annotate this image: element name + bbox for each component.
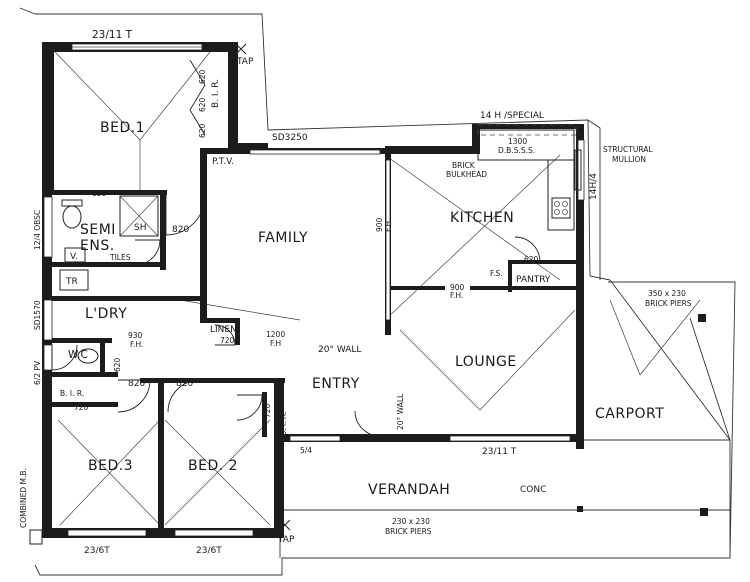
bir-bed1-w1: 620 [198,69,207,84]
brick-piers-right-1: 350 x 230 [648,289,686,298]
fh-900-top-1: 900 [375,217,384,232]
shower: SH [134,223,146,233]
room-entry: ENTRY [312,376,360,392]
window-bed3: 23/6T [84,546,110,556]
pantry-620: 620 [524,255,539,264]
annotations: 23/11 T TAP B. I. R. 620 620 620 SD3250 … [19,29,692,556]
sliding-door-label: SD3250 [272,133,308,143]
fixtures [29,43,708,545]
fs-label: F.S. [490,269,503,278]
hood-label: 14 H /SPECIAL [480,111,544,121]
fh-1200-2: F.H [270,339,281,348]
room-kitchen: KITCHEN [450,210,514,226]
linen-720: 720 [220,336,235,345]
door-820-bed2: 820 [176,379,193,389]
room-wc: W.C [68,349,88,361]
doors [51,59,541,437]
window-6-2pv: 6/2 PV [33,360,42,385]
wall-20c-entry: 20° WALL [396,393,405,430]
room-bed3: BED.3 [88,458,133,474]
room-pantry: PANTRY [516,275,551,285]
sd1570-label: SD1570 [33,300,42,330]
dbsss-label-2: D.B.S.S.S. [498,146,535,155]
room-linen: LINEN [210,325,237,335]
brick-piers-bottom-2: BRICK PIERS [385,527,432,536]
bir-bed1: B. I. R. [211,79,221,108]
laundry-trough: TR [65,277,78,287]
vanity: V. [70,252,78,262]
bir-bed1-w2: 620 [198,97,207,112]
room-laundry: L'DRY [85,306,127,322]
window-lounge: 23/11 T [482,447,517,457]
window-bed2: 23/6T [196,546,222,556]
combined-mb: COMBINED M.B. [19,468,28,528]
structural-mullion-1: STRUCTURAL [603,145,653,154]
door-820-entry: 820 [356,435,373,445]
tiles-label: TILES [109,253,131,262]
bir-bed3-2: 720 [74,403,89,412]
roof-hip-lines [54,51,701,526]
room-bed1: BED.1 [100,120,145,136]
fh-930-1: 930 [128,331,143,340]
fh-900-top-2: F.H. [384,219,393,232]
window-12-4-obsc: 12/4 OBSC [33,210,42,250]
wall-20c-family: 20° WALL [318,345,361,355]
tap-top: TAP [236,57,254,67]
ptv-label: P.T.V. [212,157,234,167]
fh-930-2: F.H. [130,340,143,349]
brick-bulkhead-2: BULKHEAD [446,170,487,179]
brick-piers-right-2: BRICK PIERS [645,299,692,308]
bir-bed1-w3: 620 [198,123,207,138]
room-verandah: VERANDAH [368,482,450,498]
room-semi-ens-line1: SEMI [80,222,116,238]
fh-900-mid-2: F.H. [450,291,463,300]
window-bed1-top: 23/11 T [92,29,133,41]
dbsss-label-1: 1300 [508,137,527,146]
window-5-4: 5/4 [300,446,312,455]
door-620-ensuite: 620 [92,189,107,198]
verandah-conc: CONC [520,485,546,495]
room-carport: CARPORT [595,406,664,422]
bir-bed2-1: 720 [263,403,272,418]
brick-piers-bottom-1: 230 x 230 [392,517,430,526]
door-820-ensuite: 820 [172,225,189,235]
fh-1200-1: 1200 [266,330,285,339]
bir-bed3-1: B. I. R. [60,389,84,398]
tap-bottom: TAP [277,535,295,545]
door-820-bed3: 820 [128,379,145,389]
room-labels: BED.1 SEMI ENS. FAMILY KITCHEN L'DRY LOU… [65,120,664,498]
room-semi-ens-line2: ENS. [80,238,115,254]
bir-bed2-2: B. I. R. [279,412,288,436]
fh-900-mid-1: 900 [450,283,465,292]
wc-620: 620 [113,357,122,372]
room-lounge: LOUNGE [455,354,517,370]
room-bed2: BED. 2 [188,458,238,474]
room-family: FAMILY [258,230,308,246]
window-14h4: 14H/4 [589,173,599,200]
structural-mullion-2: MULLION [612,155,646,164]
brick-bulkhead-1: BRICK [452,161,476,170]
